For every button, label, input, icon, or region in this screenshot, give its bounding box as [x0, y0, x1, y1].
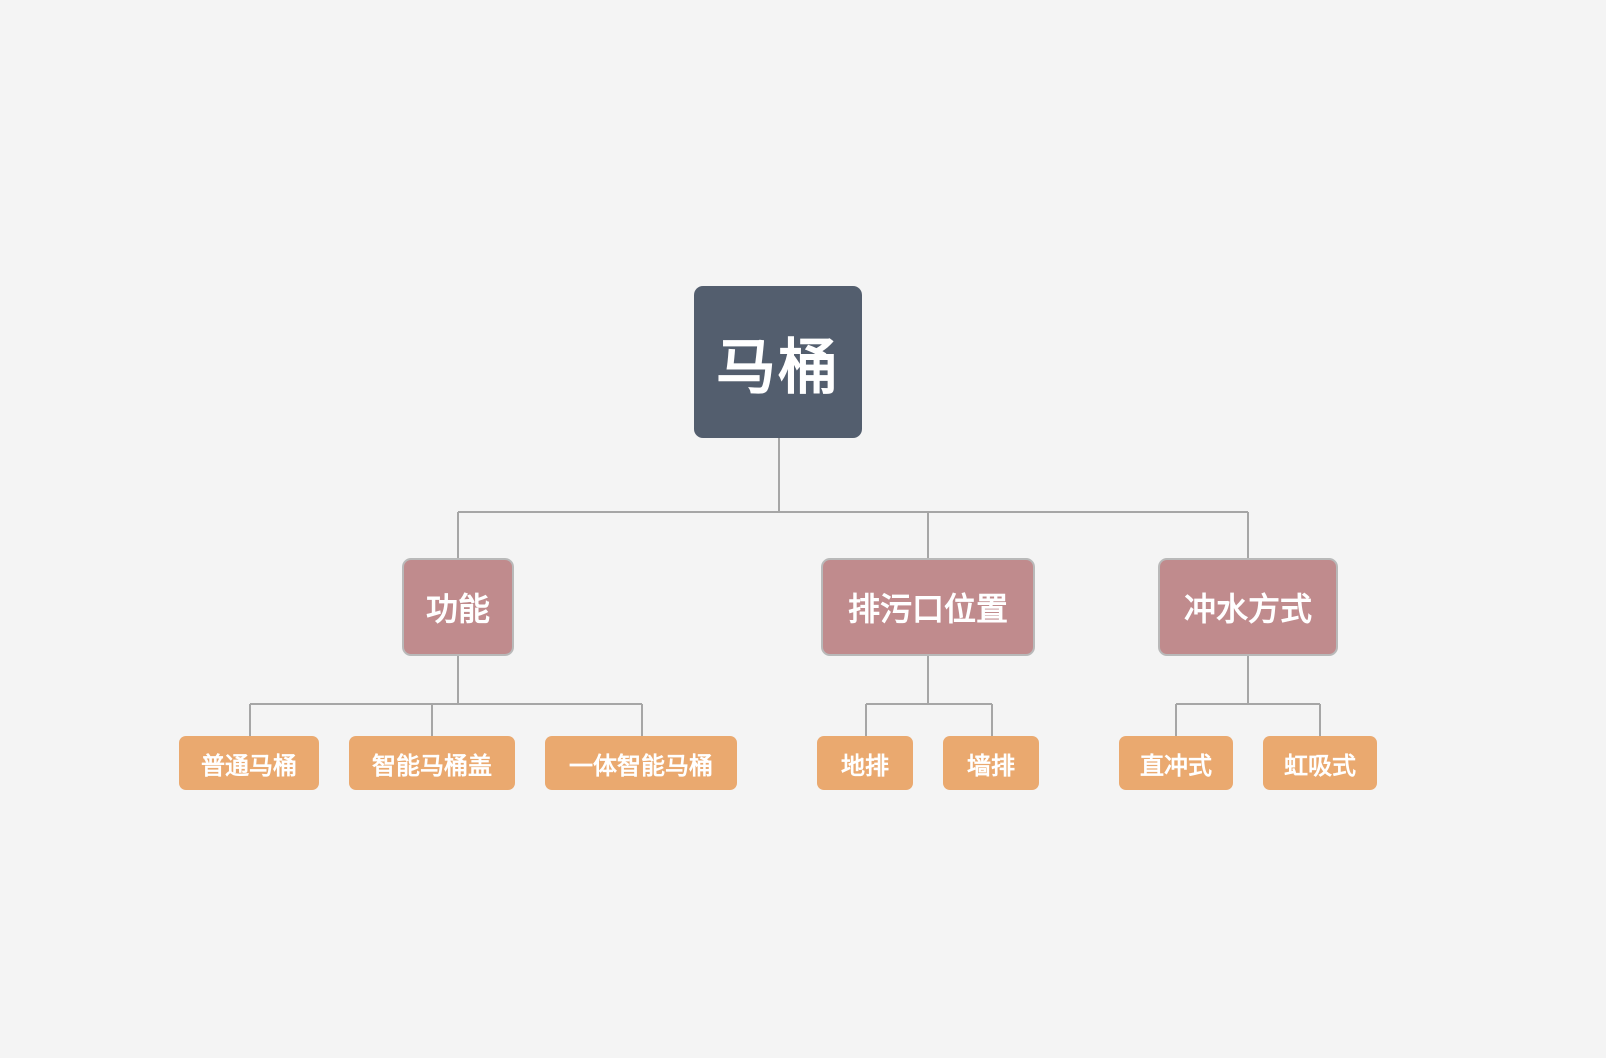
leaf-node-siphonic[interactable]: 虹吸式	[1263, 736, 1377, 790]
category-label: 功能	[425, 590, 490, 628]
leaf-label: 智能马桶盖	[372, 751, 492, 780]
leaf-node-smart-seat-cover[interactable]: 智能马桶盖	[349, 736, 515, 790]
root-label: 马桶	[716, 332, 840, 403]
leaf-node-integrated-smart-toilet[interactable]: 一体智能马桶	[545, 736, 737, 790]
leaf-label: 普通马桶	[201, 751, 297, 780]
leaf-label: 一体智能马桶	[569, 751, 713, 780]
category-label: 冲水方式	[1183, 590, 1312, 628]
leaf-node-floor-drain[interactable]: 地排	[817, 736, 913, 790]
leaf-node-wall-drain[interactable]: 墙排	[943, 736, 1039, 790]
leaf-node-washdown[interactable]: 直冲式	[1119, 736, 1233, 790]
leaf-node-regular-toilet[interactable]: 普通马桶	[179, 736, 319, 790]
category-node-drain-position[interactable]: 排污口位置	[821, 558, 1035, 656]
root-node[interactable]: 马桶	[694, 286, 862, 438]
category-node-flush-method[interactable]: 冲水方式	[1158, 558, 1338, 656]
category-label: 排污口位置	[847, 590, 1008, 628]
leaf-label: 地排	[841, 751, 889, 780]
leaf-label: 墙排	[967, 751, 1015, 780]
leaf-label: 虹吸式	[1284, 751, 1356, 780]
category-node-function[interactable]: 功能	[402, 558, 514, 656]
leaf-label: 直冲式	[1140, 751, 1212, 780]
